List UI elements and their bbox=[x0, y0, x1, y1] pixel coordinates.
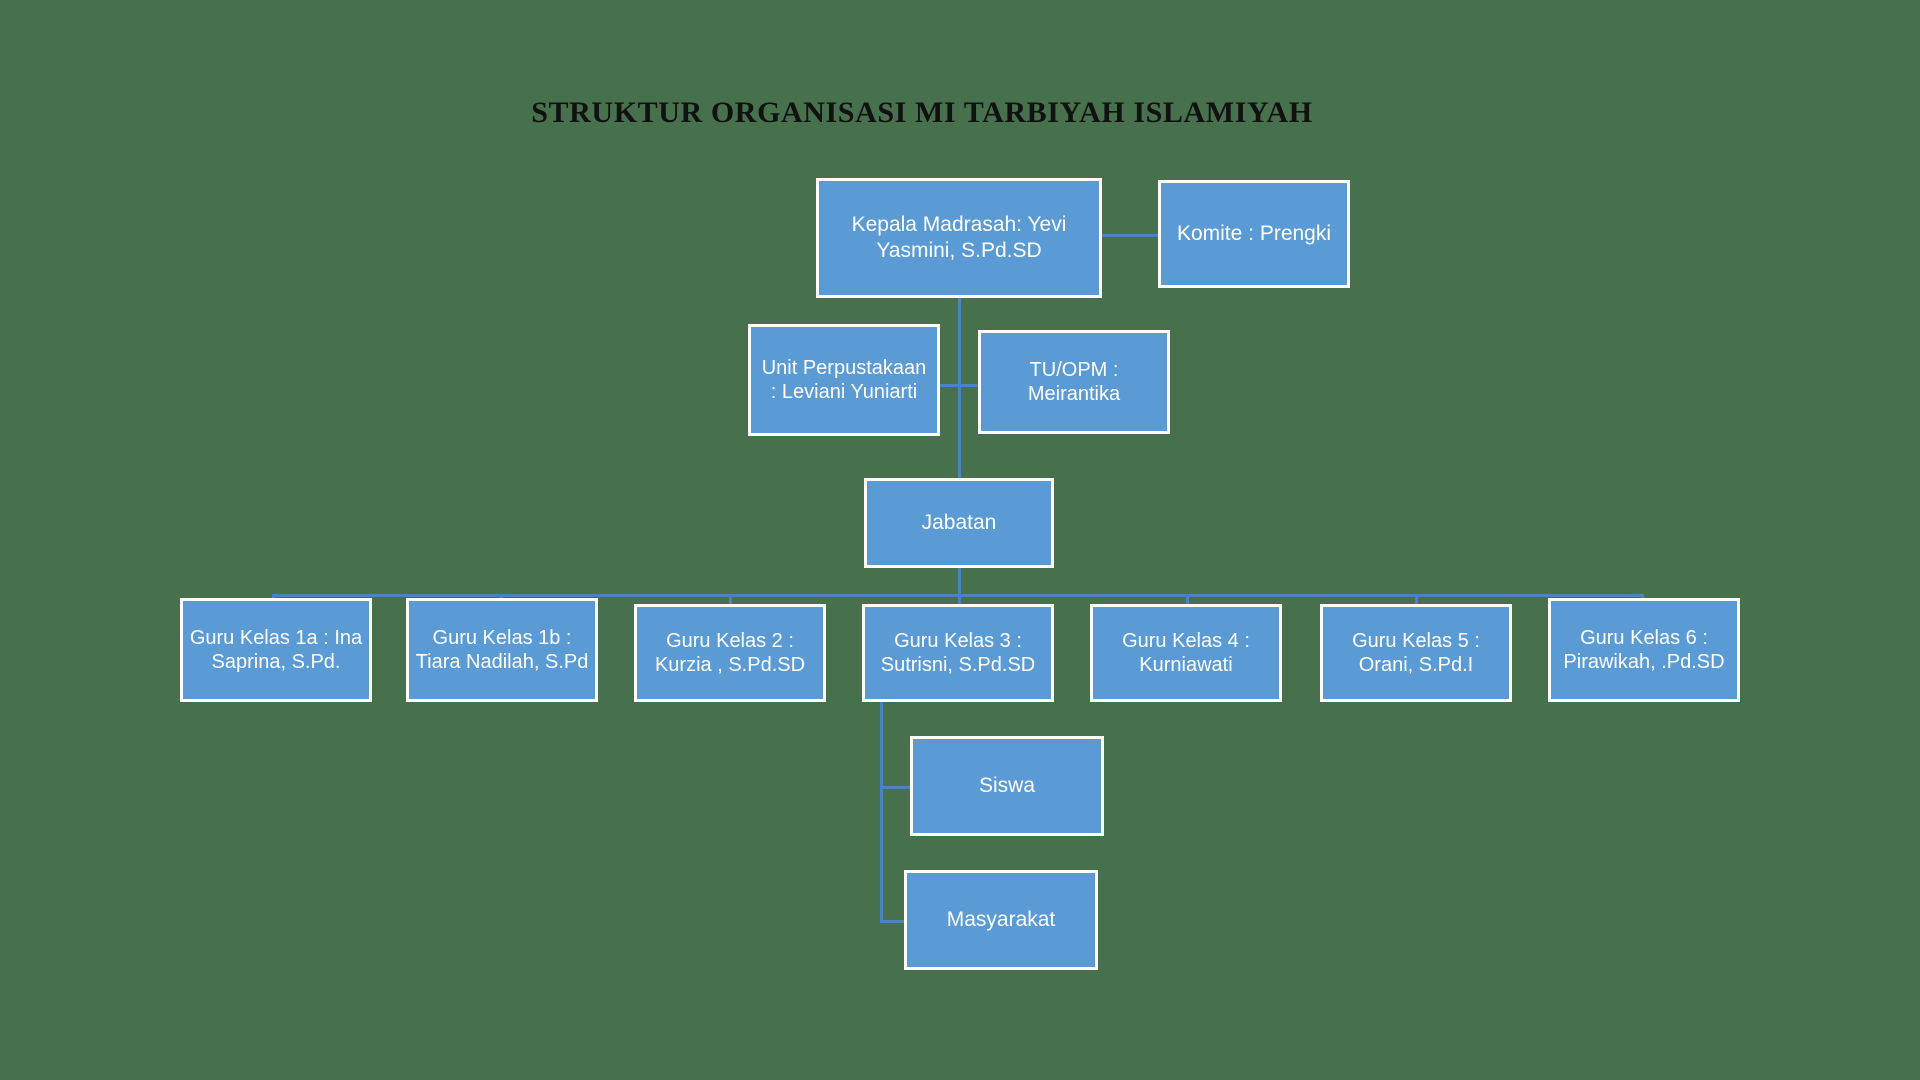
connector-jabatan-down bbox=[958, 567, 961, 596]
node-guru-kelas-1a[interactable]: Guru Kelas 1a : Ina Saprina, S.Pd. bbox=[180, 598, 372, 702]
node-unit-perpustakaan[interactable]: Unit Perpustakaan : Leviani Yuniarti bbox=[748, 324, 940, 436]
node-jabatan-label: Jabatan bbox=[921, 511, 997, 535]
node-masyarakat[interactable]: Masyarakat bbox=[904, 870, 1098, 970]
node-guru-kelas-4-label: Guru Kelas 4 : Kurniawati bbox=[1122, 629, 1250, 676]
connector-level2-to-jabatan bbox=[958, 384, 961, 480]
connector-spine-to-siswa bbox=[880, 786, 910, 789]
node-guru-kelas-3-label: Guru Kelas 3 : Sutrisni, S.Pd.SD bbox=[880, 629, 1036, 676]
connector-kelas3-spine bbox=[880, 702, 883, 923]
connector-head-down bbox=[958, 297, 961, 385]
connector-head-to-komite bbox=[1100, 234, 1160, 237]
node-guru-kelas-1b-label: Guru Kelas 1b : Tiara Nadilah, S.Pd bbox=[415, 626, 589, 673]
node-unit-perpustakaan-label: Unit Perpustakaan : Leviani Yuniarti bbox=[761, 356, 927, 403]
node-guru-kelas-2-label: Guru Kelas 2 : Kurzia , S.Pd.SD bbox=[654, 629, 806, 676]
node-tu-opm-label: TU/OPM : Meirantika bbox=[1027, 358, 1121, 405]
node-kepala-madrasah[interactable]: Kepala Madrasah: Yevi Yasmini, S.Pd.SD bbox=[816, 178, 1102, 298]
node-komite-label: Komite : Prengki bbox=[1176, 222, 1332, 246]
page-title: STRUKTUR ORGANISASI MI TARBIYAH ISLAMIYA… bbox=[531, 96, 1313, 129]
connector-spine-to-masyarakat bbox=[880, 920, 910, 923]
node-jabatan[interactable]: Jabatan bbox=[864, 478, 1054, 568]
node-guru-kelas-6-label: Guru Kelas 6 : Pirawikah, .Pd.SD bbox=[1563, 626, 1725, 673]
node-masyarakat-label: Masyarakat bbox=[946, 908, 1056, 932]
node-tu-opm[interactable]: TU/OPM : Meirantika bbox=[978, 330, 1170, 434]
node-guru-kelas-3[interactable]: Guru Kelas 3 : Sutrisni, S.Pd.SD bbox=[862, 604, 1054, 702]
node-guru-kelas-5-label: Guru Kelas 5 : Orani, S.Pd.I bbox=[1352, 629, 1480, 676]
node-siswa-label: Siswa bbox=[978, 774, 1036, 798]
node-guru-kelas-5[interactable]: Guru Kelas 5 : Orani, S.Pd.I bbox=[1320, 604, 1512, 702]
node-guru-kelas-1a-label: Guru Kelas 1a : Ina Saprina, S.Pd. bbox=[189, 626, 363, 673]
node-guru-kelas-4[interactable]: Guru Kelas 4 : Kurniawati bbox=[1090, 604, 1282, 702]
node-guru-kelas-6[interactable]: Guru Kelas 6 : Pirawikah, .Pd.SD bbox=[1548, 598, 1740, 702]
node-komite[interactable]: Komite : Prengki bbox=[1158, 180, 1350, 288]
node-guru-kelas-2[interactable]: Guru Kelas 2 : Kurzia , S.Pd.SD bbox=[634, 604, 826, 702]
node-kepala-madrasah-label: Kepala Madrasah: Yevi Yasmini, S.Pd.SD bbox=[851, 213, 1067, 262]
node-siswa[interactable]: Siswa bbox=[910, 736, 1104, 836]
node-guru-kelas-1b[interactable]: Guru Kelas 1b : Tiara Nadilah, S.Pd bbox=[406, 598, 598, 702]
